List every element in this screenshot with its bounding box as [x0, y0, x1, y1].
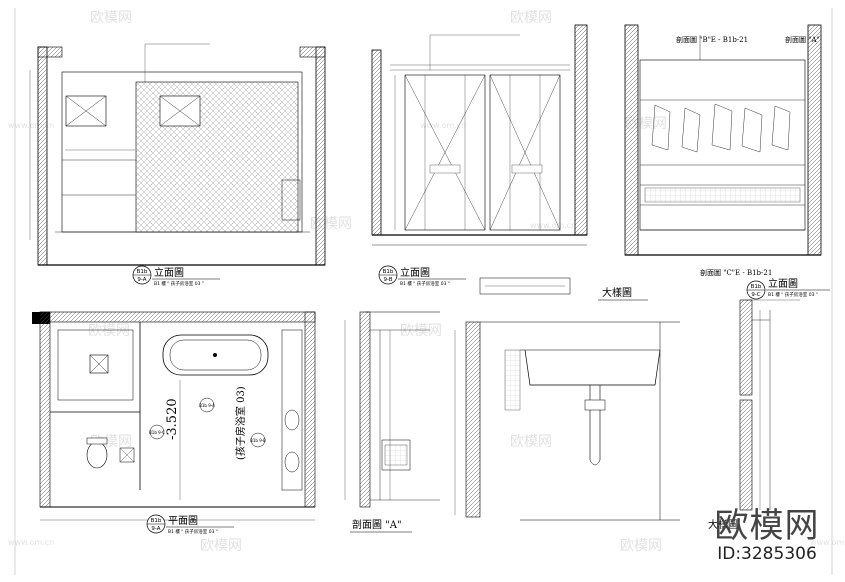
plan-tag-a: B1b 9-A [199, 403, 215, 408]
floor-plan-panel: -3.520 (孩子房浴室 03) B1b 9-A B1b 9-C B1b 9-… [32, 311, 316, 535]
brand-logo: 欧模网 ID:3285306 [707, 508, 827, 564]
elev-c-section-top-right: 剖面圖 "A" [785, 35, 820, 44]
elev-c-section-top-left: 剖面圖 "B"E - B1b-21 [676, 35, 748, 44]
plan-subtitle: B1 樓 " 孩子房浴室 03 " [168, 528, 218, 535]
elev-b-tag-bottom: 9-B [383, 277, 392, 283]
section-a-title: 剖面圖 "A" [352, 518, 402, 531]
watermark-text: 欧模网 [88, 323, 130, 339]
watermark-text: 欧模网 [400, 323, 442, 339]
elev-c-section-bottom: 剖面圖 "C"E - B1b-21 [700, 268, 772, 277]
watermark-text: 欧模网 [510, 434, 552, 450]
plan-level: -3.520 [165, 398, 180, 440]
elev-c-title: 立面圖 [768, 277, 798, 290]
brand-id: ID:3285306 [717, 544, 817, 564]
elev-a-tag-bottom: 9-A [137, 277, 146, 283]
elevation-b-panel: B1b 9-B 立面圖 B1 樓 " 孩子房浴室 03 " [371, 24, 588, 287]
section-a-panel: 剖面圖 "A" [344, 311, 440, 533]
plan-tag-bottom: 9-A [151, 526, 160, 532]
detail-title-bottom: 大樣圖 [708, 518, 738, 531]
detail-title-top: 大樣圖 [602, 286, 632, 299]
brand-title: 欧模网 [714, 506, 820, 546]
elev-b-subtitle: B1 樓 " 孩子房浴室 03 " [400, 280, 450, 287]
elevation-c-panel: 剖面圖 "B"E - B1b-21 剖面圖 "A" 剖面圖 "C"E - B1b… [624, 24, 830, 300]
watermark-url: www.om.cn [530, 221, 576, 230]
plan-tag-b: B1b 9-B [250, 438, 266, 443]
plan-tag-top: B1b [151, 518, 162, 524]
elev-c-tag-bottom: 9-C [751, 292, 760, 298]
elevation-a-panel: B1b 9-A 立面圖 B1 樓 " 孩子房浴室 03 " [29, 43, 326, 287]
elev-a-title: 立面圖 [154, 266, 184, 279]
elev-c-tag-top: B1b [751, 284, 762, 290]
plan-room-name: (孩子房浴室 03) [234, 386, 247, 460]
plan-tag-c: B1b 9-C [149, 430, 165, 435]
detail-panel: 大樣圖 大樣圖 [454, 277, 738, 531]
watermark-url: www.om.cn [8, 121, 54, 130]
elev-a-tag-top: B1b [137, 269, 148, 275]
watermark-text: 欧模网 [90, 10, 132, 26]
watermark-url: www.om.cn [810, 538, 845, 547]
watermark-text: 欧模网 [620, 538, 662, 554]
right-section-panel [739, 299, 800, 511]
elev-b-title: 立面圖 [400, 266, 430, 279]
watermark-text: 欧模网 [200, 538, 242, 554]
elev-c-subtitle: B1 樓 " 孩子房浴室 03 " [768, 291, 818, 298]
watermark-text: 欧模网 [510, 10, 552, 26]
elev-a-subtitle: B1 樓 " 孩子房浴室 03 " [154, 280, 204, 287]
elev-b-tag-top: B1b [383, 269, 394, 275]
plan-title: 平面圖 [168, 515, 198, 527]
watermark-url: www.om.cn [8, 538, 54, 547]
watermark-url: www.om.cn [420, 121, 466, 130]
